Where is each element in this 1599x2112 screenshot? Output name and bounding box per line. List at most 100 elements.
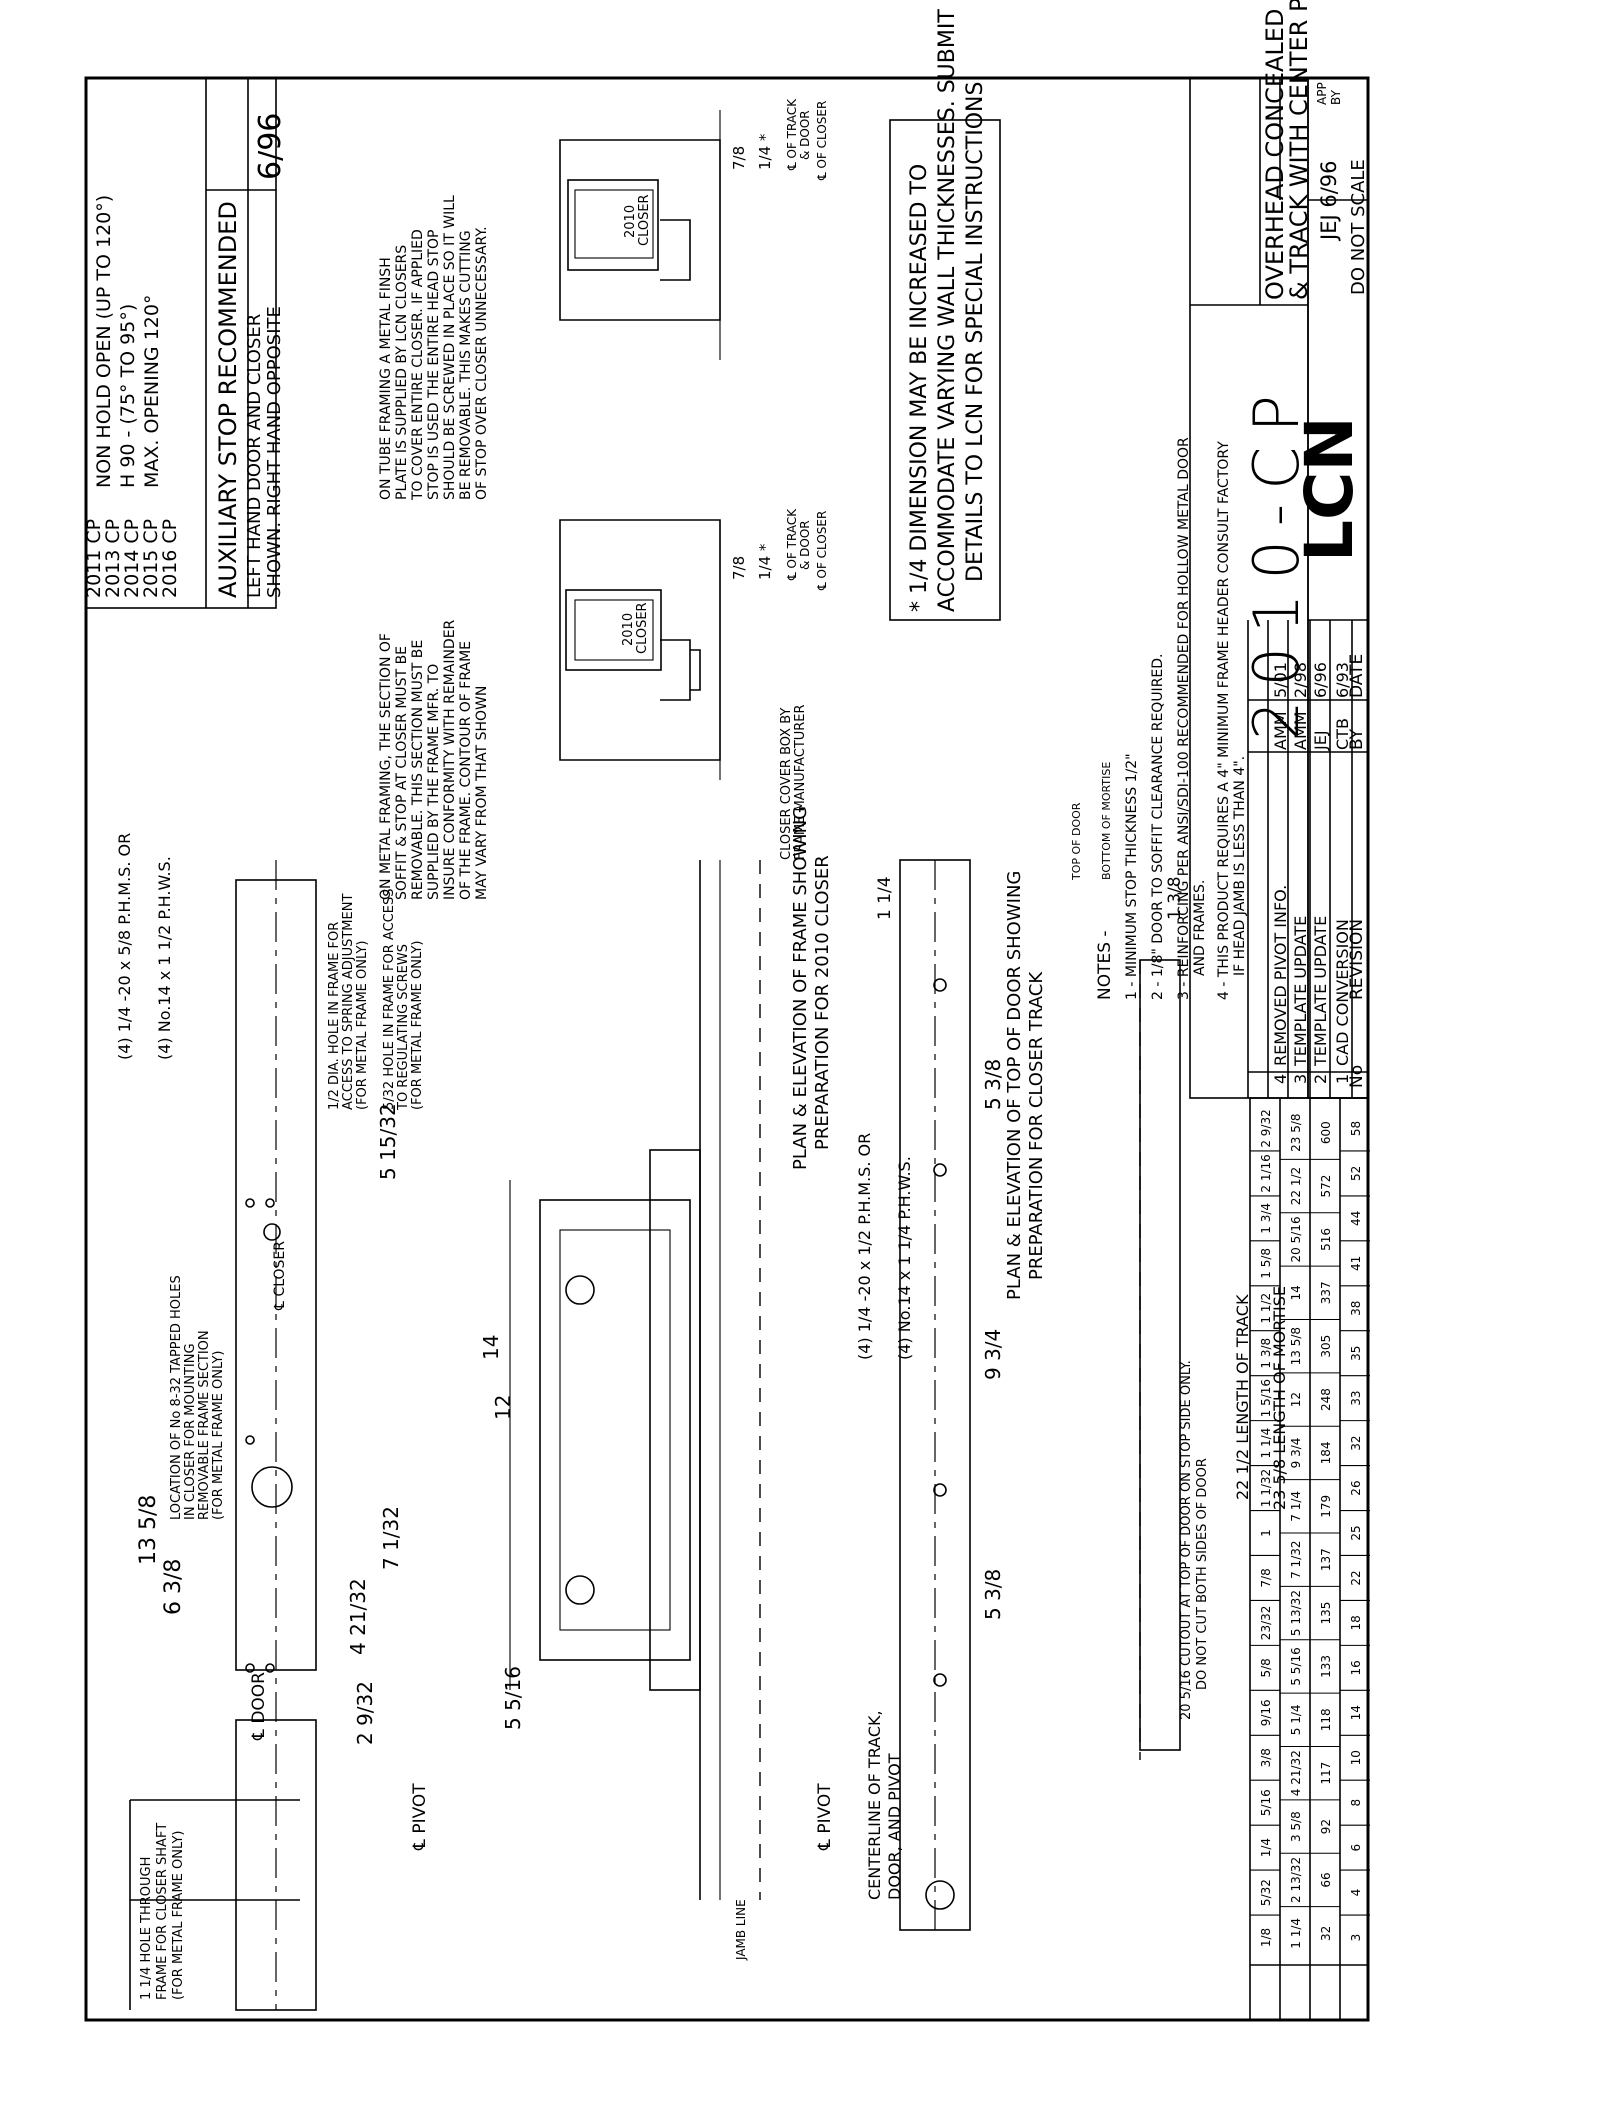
rev-header-date: DATE	[1347, 654, 1367, 698]
door-dim-1-3-8: 1 3/8	[1165, 876, 1185, 920]
conv-mm-small-0: 3	[1349, 1934, 1363, 1942]
conv-inch-small-5: 9/16	[1259, 1699, 1273, 1726]
conv-inch-8: 7 1/4	[1289, 1491, 1303, 1522]
conv-mm-5: 133	[1319, 1655, 1333, 1678]
cover-box-1: CLOSER COVER BOX BY	[779, 708, 794, 860]
cutout-note-2: DO NOT CUT BOTH SIDES OF DOOR	[1195, 1458, 1210, 1690]
conv-mm-13: 516	[1319, 1228, 1333, 1251]
asterisk-line-3: DETAILS TO LCN FOR SPECIAL INSTRUCTIONS.	[963, 75, 988, 582]
tube-cl-closer: ℄ OF CLOSER	[815, 101, 829, 181]
metal-closer-2010: 2010	[621, 613, 636, 646]
rev-1-by: CTB	[1333, 718, 1352, 750]
tube-dim-1-4: 1/4 *	[756, 133, 774, 170]
tapped-note-4: (FOR METAL FRAME ONLY)	[211, 1350, 226, 1520]
notes-heading: NOTES -	[1095, 930, 1115, 1000]
conv-inch-2: 3 5/8	[1289, 1811, 1303, 1842]
conv-inch-9: 9 3/4	[1289, 1438, 1303, 1469]
frame-dim-13-5-8: 13 5/8	[136, 1495, 161, 1565]
tube-text-6: BE REMOVABLE. THIS MAKES CUTTING	[458, 230, 474, 500]
rev-1-date: 6/93	[1333, 662, 1352, 698]
conv-inch-0: 1 1/4	[1289, 1918, 1303, 1949]
conv-mm-small-12: 33	[1349, 1391, 1363, 1406]
metal-text-7: MAY VARY FROM THAT SHOWN	[474, 686, 490, 900]
conv-mm-3: 117	[1319, 1762, 1333, 1785]
frame-dim-2-9-32: 2 9/32	[353, 1681, 377, 1745]
max-opening: MAX. OPENING 120°	[141, 295, 163, 488]
note-4b: IF HEAD JAMB IS LESS THAN 4".	[1232, 756, 1248, 976]
model-2013: 2013 CP	[102, 519, 124, 598]
screw-note-1: (4) 1/4 -20 x 5/8 P.H.M.S. OR	[115, 833, 134, 1060]
cover-box-2: FRAME MANUFACTURER	[793, 704, 808, 860]
hole-note-2: FRAME FOR CLOSER SHAFT	[155, 1823, 170, 2000]
rev-header-revision: REVISION	[1347, 919, 1367, 1000]
tube-closer-label: CLOSER	[637, 194, 652, 246]
conv-mm-small-16: 44	[1349, 1211, 1363, 1226]
conv-mm-0: 32	[1319, 1926, 1333, 1941]
tube-text-2: PLATE IS SUPPLIED BY LCN CLOSERS	[394, 245, 410, 500]
conv-mm-small-4: 10	[1349, 1750, 1363, 1765]
metal-frame-section: 2010 CLOSER ON METAL FRAMING, THE SECTIO…	[378, 508, 829, 900]
tube-frame-section: 2010 CLOSER ON TUBE FRAMING A METAL FINS…	[378, 98, 829, 501]
aux-stop-note: AUXILIARY STOP RECOMMENDED	[214, 201, 242, 598]
hole-note-1: 1 1/4 HOLE THROUGH	[139, 1857, 154, 2000]
tube-text-1: ON TUBE FRAMING A METAL FINSH	[378, 257, 394, 500]
tube-text-3: TO COVER ENTIRE CLOSER. IF APPLIED	[410, 229, 426, 501]
note-3: 3 - REINFORCING PER ANSI/SDI-100 RECOMME…	[1176, 437, 1192, 1000]
conv-inch-small-18: 2 9/32	[1259, 1109, 1273, 1147]
conv-inch-small-16: 1 3/4	[1259, 1203, 1273, 1234]
conv-inch-small-17: 2 1/16	[1259, 1154, 1273, 1192]
conv-inch-small-0: 1/8	[1259, 1928, 1273, 1947]
regulating-note-2: TO REGULATING SCREWS	[396, 944, 411, 1111]
rev-4-no: 4	[1271, 1074, 1290, 1084]
description-line-1: OVERHEAD CONCEALED CLOSER, ARM	[1261, 0, 1289, 300]
rev-header-by: BY	[1347, 728, 1367, 750]
conv-mm-small-6: 16	[1349, 1660, 1363, 1675]
conv-inch-small-12: 1 5/16	[1259, 1379, 1273, 1417]
metal-dim-1-4: 1/4 *	[756, 543, 774, 580]
brand-logo: LCN	[1291, 416, 1368, 562]
frame-elevation-view: 14 12 5 5/16 PLAN & ELEVATION OF FRAME S…	[479, 806, 914, 1961]
conv-mm-small-7: 18	[1349, 1615, 1363, 1630]
hole-note-3: (FOR METAL FRAME ONLY)	[171, 1830, 186, 2000]
conv-mm-small-2: 6	[1349, 1844, 1363, 1852]
conv-inch-small-2: 1/4	[1259, 1838, 1273, 1857]
conv-mm-small-15: 41	[1349, 1256, 1363, 1271]
h90-range: H 90 - (75° TO 95°)	[117, 304, 139, 488]
metal-text-2: SOFFIT & STOP AT CLOSER MUST BE	[394, 646, 410, 900]
conv-inch-6: 5 13/32	[1289, 1590, 1303, 1636]
bottom-of-mortise: BOTTOM OF MORTISE	[1100, 762, 1113, 880]
tube-text-4: STOP IS USED THE ENTIRE HEAD STOP	[426, 229, 442, 500]
by-label: BY	[1329, 89, 1343, 105]
asterisk-line-2: ACCOMMODATE VARYING WALL THICKNESSES. SU…	[935, 9, 960, 612]
model-number: 2010-CP	[1240, 381, 1313, 740]
conv-inch-small-9: 1	[1259, 1529, 1273, 1537]
conv-inch-small-11: 1 1/4	[1259, 1428, 1273, 1459]
model-2011: 2011 CP	[83, 519, 105, 598]
conv-mm-9: 184	[1319, 1441, 1333, 1464]
rev-1-no: 1	[1333, 1074, 1352, 1084]
model-2014: 2014 CP	[121, 519, 143, 598]
door-pivot-label: ℄ PIVOT	[815, 1783, 835, 1851]
metal-text-4: SUPPLIED BY THE FRAME MFR. TO	[426, 664, 442, 900]
cutout-note-1: 20 5/16 CUTOUT AT TOP OF DOOR ON STOP SI…	[1179, 1360, 1194, 1720]
frame-door-label: ℄ DOOR	[249, 1672, 269, 1741]
tube-text-5: SHOULD BE SCREWED IN PLACE SO IT WILL	[442, 195, 458, 500]
conv-inch-small-7: 23/32	[1259, 1606, 1273, 1641]
frame-pivot-label: ℄ PIVOT	[410, 1783, 430, 1851]
door-dim-9-3-4: 9 3/4	[981, 1329, 1005, 1380]
conv-mm-10: 248	[1319, 1388, 1333, 1411]
hand-note-date: 6/96	[253, 113, 288, 180]
rev-2-by: JEJ	[1311, 730, 1330, 751]
conv-mm-small-17: 52	[1349, 1166, 1363, 1181]
conv-inch-small-10: 1 1/32	[1259, 1469, 1273, 1507]
conversion-table: 1 1/42 13/323 5/84 21/325 1/45 5/165 13/…	[1249, 1097, 1370, 2021]
conv-inch-14: 22 1/2	[1289, 1167, 1303, 1205]
conv-mm-14: 572	[1319, 1175, 1333, 1198]
conv-mm-small-5: 14	[1349, 1705, 1363, 1720]
conv-inch-small-15: 1 5/8	[1259, 1248, 1273, 1279]
conv-inch-3: 4 21/32	[1289, 1750, 1303, 1796]
metal-cl-track: ℄ OF TRACK	[785, 508, 799, 581]
conv-mm-small-8: 22	[1349, 1570, 1363, 1585]
metal-text-6: OF THE FRAME. CONTOUR OF FRAME	[458, 641, 474, 900]
conv-mm-small-1: 4	[1349, 1889, 1363, 1897]
